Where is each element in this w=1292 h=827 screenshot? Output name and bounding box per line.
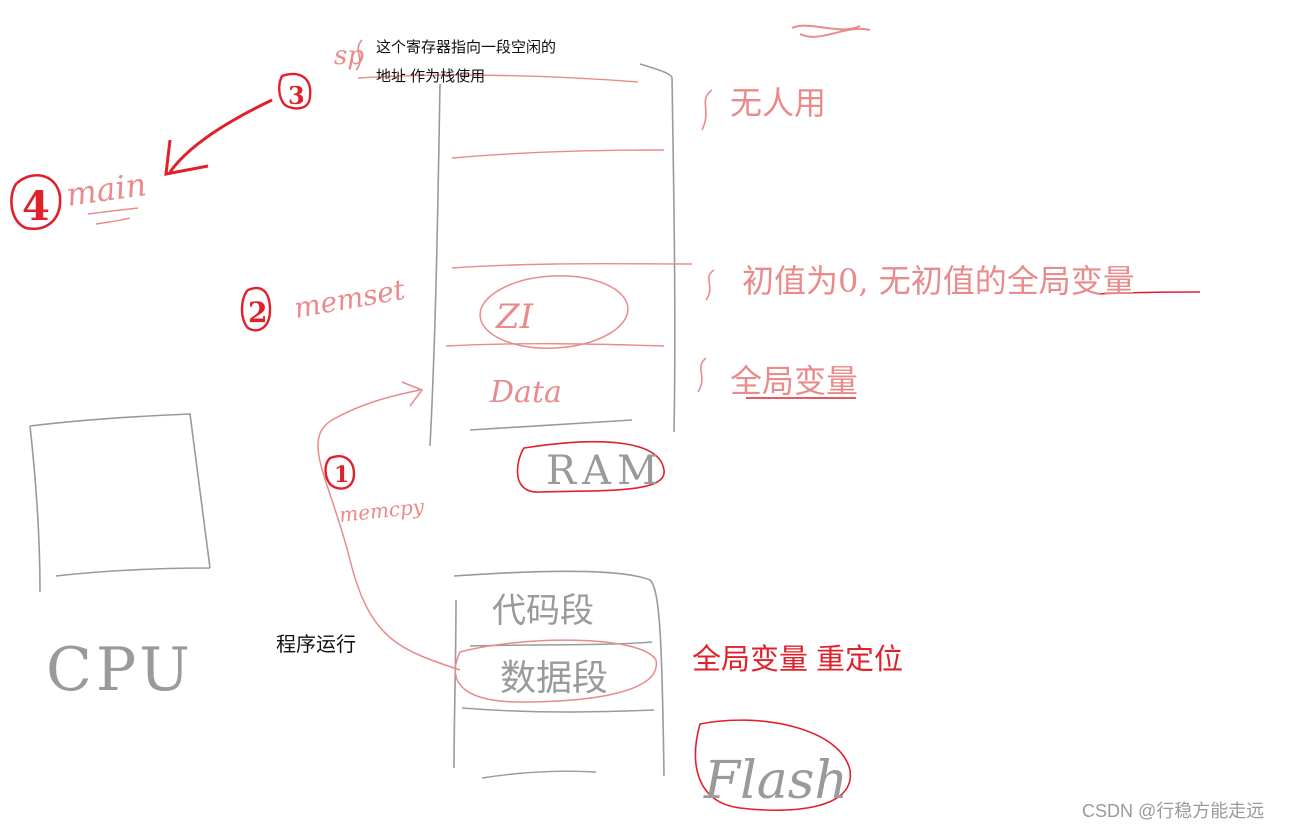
step-1-circle xyxy=(324,455,356,490)
step-3-number: 3 xyxy=(288,81,305,110)
unused-note: 无人用 xyxy=(730,84,826,122)
flash-data-segment: 数据段 xyxy=(500,658,608,699)
unused-bracket xyxy=(701,89,713,131)
main-arrowhead xyxy=(164,139,209,176)
data-note: 全局变量 xyxy=(730,362,858,400)
step-4-circle xyxy=(10,174,62,231)
cpu-label: CPU xyxy=(46,635,194,705)
memset-label: memset xyxy=(291,273,408,325)
relocation-note: 全局变量 重定位 xyxy=(692,644,904,676)
main-underline xyxy=(87,207,139,225)
ram-box xyxy=(355,39,693,447)
step-4-number: 4 xyxy=(22,183,50,230)
sp-label: sp xyxy=(334,41,364,71)
ram-label: RAM xyxy=(546,448,664,494)
zi-bracket xyxy=(705,269,715,301)
sp-note-line1: 这个寄存器指向一段空闲的 xyxy=(376,39,557,56)
step-2-number: 2 xyxy=(248,296,267,329)
ram-label-oval xyxy=(516,440,665,493)
watermark: CSDN @行稳方能走远 xyxy=(1082,801,1265,821)
main-arrow xyxy=(168,98,273,173)
data-label: Data xyxy=(489,375,562,410)
flash-label-oval xyxy=(694,719,851,812)
step-2-circle xyxy=(240,286,272,332)
flash-box xyxy=(453,570,665,779)
main-label: main xyxy=(64,165,149,214)
flash-label: Flash xyxy=(703,751,848,811)
program-run-label: 程序运行 xyxy=(276,634,356,656)
sp-note-line2: 地址 作为栈使用 xyxy=(376,68,486,85)
memcpy-arrow xyxy=(317,389,461,671)
data-bracket xyxy=(697,357,707,393)
step-3-circle xyxy=(278,72,312,110)
zi-note-underline xyxy=(1097,291,1201,295)
top-scribble xyxy=(791,24,871,38)
zi-note: 初值为0, 无初值的全局变量 xyxy=(742,262,1135,300)
step-1-number: 1 xyxy=(334,462,349,488)
memcpy-label: memcpy xyxy=(338,494,426,527)
cpu-box xyxy=(29,413,211,593)
flash-code-segment: 代码段 xyxy=(492,591,594,631)
zi-label: ZI xyxy=(495,297,534,337)
memcpy-arrowhead xyxy=(401,381,424,407)
